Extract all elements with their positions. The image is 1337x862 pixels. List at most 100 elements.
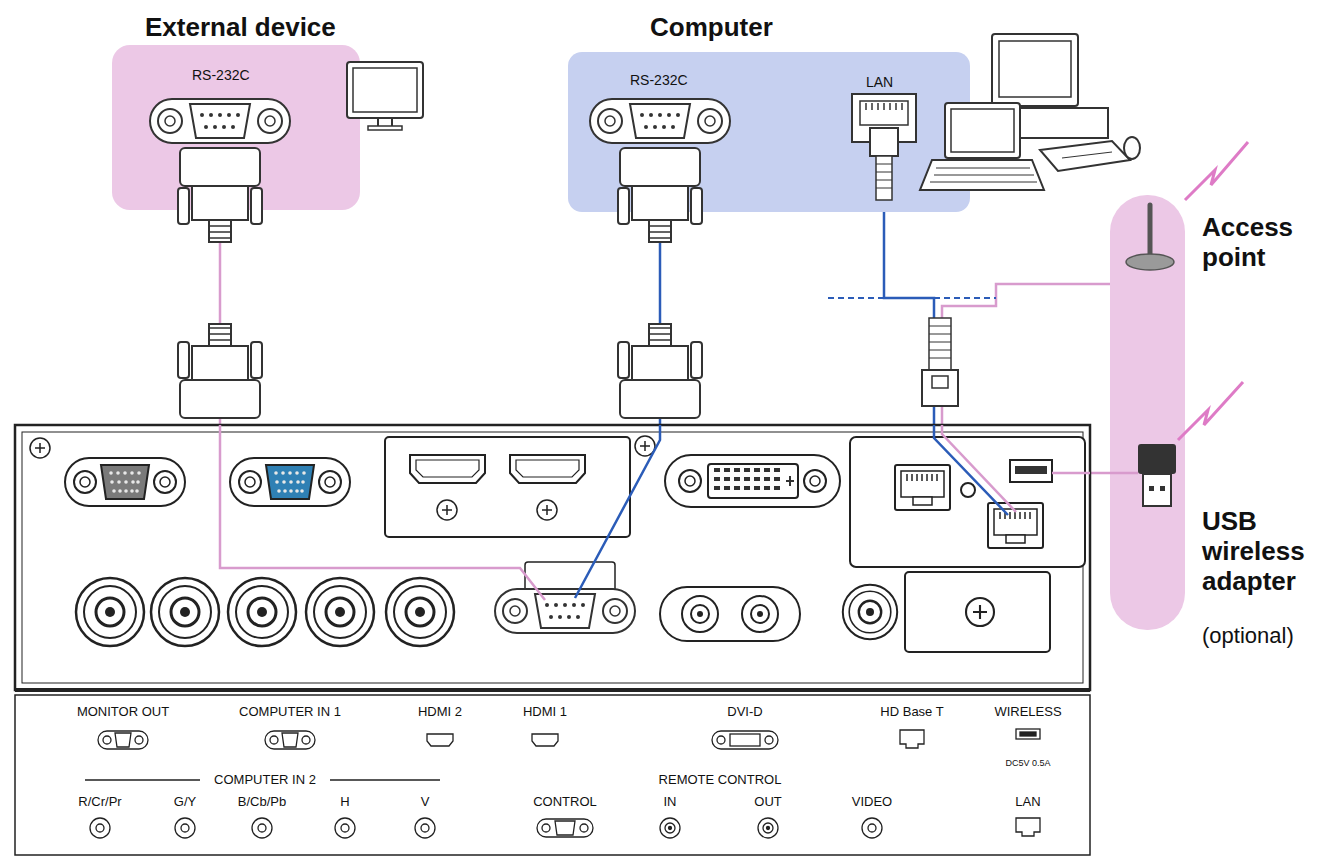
label-icons (335, 818, 355, 838)
projector-rear-panel (151, 578, 219, 646)
label-icons (580, 824, 588, 832)
port-label: CONTROL (533, 795, 597, 810)
label-icons (258, 824, 266, 832)
port-label: WIRELESS (994, 705, 1061, 720)
wireless-band (1110, 195, 1185, 630)
device-group: External deviceRS-232C (112, 45, 360, 210)
label-icons (1020, 732, 1036, 736)
label-icons (135, 736, 143, 744)
port-label: IN (664, 795, 677, 810)
cable (1090, 472, 1110, 475)
port-label: REMOTE CONTROL (659, 773, 782, 788)
projector-rear-panel (786, 476, 794, 486)
label-icons (341, 824, 349, 832)
port-label: DVI-D (727, 705, 762, 720)
monitor-icon (378, 118, 392, 126)
computer-icons (992, 34, 1078, 106)
rs232c-port (590, 99, 730, 143)
lan-bus (828, 297, 996, 299)
wireless-band: Access pointUSB wireless adapter(optiona… (1110, 195, 1185, 630)
projector-panel: MONITOR OUTCOMPUTER IN 1HDMI 2HDMI 1DVI-… (15, 425, 1090, 855)
projector-rear-panel (697, 611, 703, 617)
port-label: HD Base T (880, 705, 943, 720)
label-icons (717, 736, 725, 744)
projector-rear-panel (961, 483, 975, 497)
computer-icons (920, 34, 1140, 190)
lan-jack (876, 164, 892, 188)
projector-rear-panel (15, 695, 1090, 855)
port-label: DC5V 0.5A (1005, 758, 1050, 768)
access-point-icon (1148, 205, 1153, 258)
port-label: OUT (754, 795, 781, 810)
label-icons (302, 736, 310, 744)
projector-rear-panel (751, 605, 769, 623)
control-port (495, 589, 635, 633)
wireless-bolt (1178, 382, 1243, 440)
projector-rear-panel (525, 562, 615, 592)
lan-plug (929, 326, 951, 358)
label-icons (765, 736, 773, 744)
projector-rear-panel (714, 468, 784, 494)
label-icons (758, 818, 778, 838)
port-label: R/Cr/Pr (78, 795, 121, 810)
label-icons (660, 818, 680, 838)
port-label: VIDEO (852, 795, 892, 810)
projector-rear-panel (1015, 466, 1047, 474)
label-icons (427, 734, 453, 746)
projector-rear-panel (757, 611, 763, 617)
port-label: HDMI 1 (523, 705, 567, 720)
lan-plug (929, 318, 951, 370)
port-label: LAN (1015, 795, 1040, 810)
computer-in-port (230, 458, 350, 506)
projector-rear-panel (966, 598, 994, 626)
device-group: ComputerRS-232CLAN (568, 52, 970, 212)
lan-plug (932, 376, 948, 388)
projector-rear-panel (510, 455, 585, 483)
rs232c-plug (178, 324, 262, 418)
projector-rear-panel (386, 578, 454, 646)
rs232c-plug (178, 148, 262, 242)
usb-adapter-icon (1138, 444, 1176, 474)
lan-plug (922, 370, 958, 406)
projector-rear-panel (679, 470, 701, 492)
label-icons (252, 818, 272, 838)
monitor-icon (347, 62, 423, 118)
computer-icons (1124, 137, 1140, 159)
projector-rear-panel (742, 596, 778, 632)
projector-rear-panel (682, 596, 718, 632)
projector-rear-panel (15, 688, 1090, 692)
label-icons (85, 729, 1040, 838)
label-icons (532, 734, 558, 746)
label-icons (175, 818, 195, 838)
projector-rear-panel (895, 465, 950, 510)
projector-rear-panel (843, 585, 897, 639)
label-icons (103, 736, 111, 744)
label-icons (270, 736, 278, 744)
label-icons (115, 733, 131, 747)
wire (220, 425, 545, 600)
wire (575, 425, 660, 598)
label-icons (181, 824, 189, 832)
lan-jack (852, 94, 916, 200)
label-icons (542, 824, 550, 832)
lan-jack (876, 156, 892, 200)
projector-rear-panel (76, 578, 144, 646)
wire (942, 425, 1016, 512)
label-icons (282, 733, 298, 747)
port-label: B/Cb/Pb (238, 795, 286, 810)
projector-rear-panel (410, 455, 485, 483)
computer-icons (951, 109, 1014, 152)
rs232c-plug (618, 324, 702, 418)
label-icons (669, 827, 672, 830)
label-icons (90, 818, 110, 838)
computer-icons (920, 160, 1044, 190)
label-icons (763, 823, 773, 833)
projector-rear-panel (385, 437, 630, 537)
label-icons (712, 731, 778, 749)
computer-icons (1020, 108, 1108, 138)
label-icons (1016, 818, 1040, 836)
lan-jack (866, 103, 902, 110)
usb-adapter-icon (1138, 444, 1176, 506)
